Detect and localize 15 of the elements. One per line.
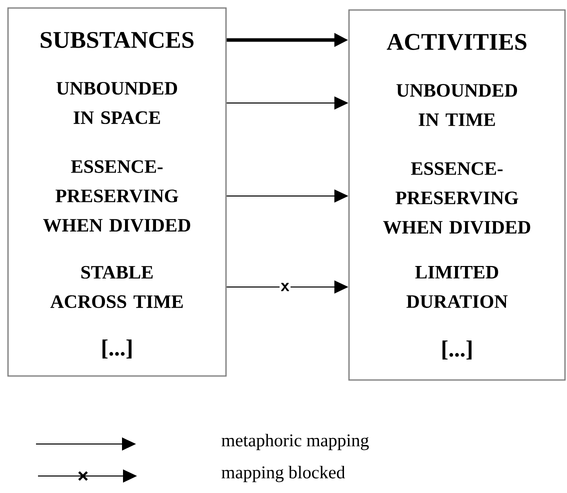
property-label: ESSENCE-PRESERVING WHEN DIVIDED xyxy=(43,160,190,232)
property-label: UNBOUNDED IN TIME xyxy=(396,84,518,126)
property-label: [...] xyxy=(442,340,472,360)
legend-label: metaphoric mapping xyxy=(222,434,369,450)
panel-box xyxy=(7,7,227,377)
property-label: STABLE ACROSS TIME xyxy=(50,266,183,308)
edge-label: x xyxy=(280,282,291,292)
legend-label: mapping blocked xyxy=(222,466,345,482)
property-label: [...] xyxy=(102,340,132,358)
heading: ACTIVITIES xyxy=(386,34,526,50)
property-label: UNBOUNDED IN SPACE xyxy=(56,82,178,124)
property-label: LIMITED DURATION xyxy=(406,266,508,308)
heading: SUBSTANCES xyxy=(40,32,194,48)
property-label: ESSENCE-PRESERVING WHEN DIVIDED xyxy=(383,162,530,234)
panel-box xyxy=(348,9,566,381)
